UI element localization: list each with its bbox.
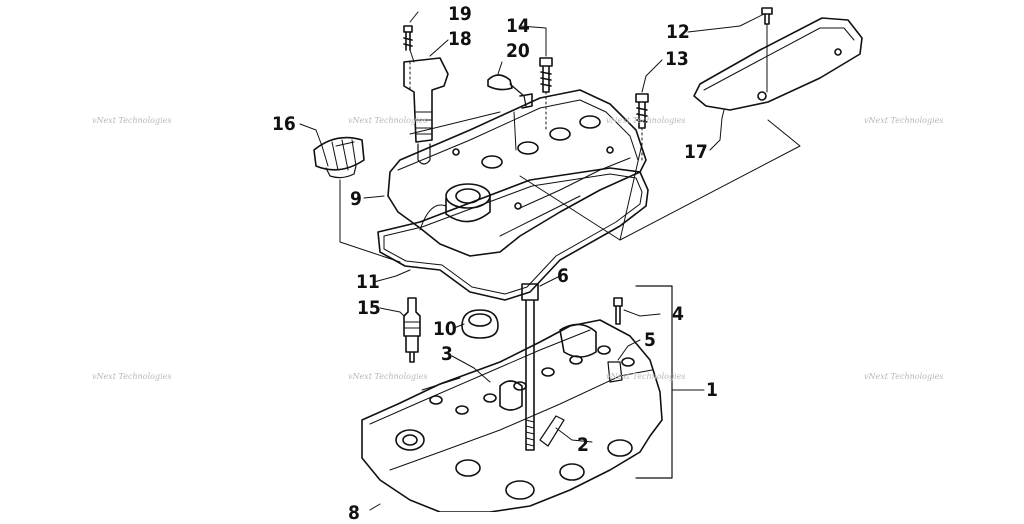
callout-12: 12	[666, 21, 690, 43]
callout-10: 10	[433, 318, 457, 340]
valve-cover	[387, 89, 647, 257]
watermark: vNext Technologies	[92, 116, 172, 125]
callout-15: 15	[357, 297, 381, 319]
diagram-drawing	[299, 7, 863, 513]
callout-16: 16	[272, 113, 296, 135]
callout-19: 19	[448, 3, 472, 25]
callout-11: 11	[356, 271, 380, 293]
callout-14: 14	[506, 15, 530, 37]
callout-13: 13	[665, 48, 689, 70]
watermark: vNext Technologies	[92, 372, 172, 381]
oil-filler-cap	[313, 136, 365, 171]
valve-cover-gasket	[377, 167, 649, 301]
valve-seal	[461, 309, 499, 339]
coil-bolt	[403, 25, 413, 33]
watermark: vNext Technologies	[348, 372, 428, 381]
callout-8: 8	[348, 502, 360, 524]
head-bolt	[521, 283, 539, 451]
hose-clip	[487, 74, 513, 91]
watermark: vNext Technologies	[864, 116, 944, 125]
bolt-14	[539, 57, 553, 93]
ignition-coil	[403, 57, 449, 143]
watermark: vNext Technologies	[348, 116, 428, 125]
watermark: vNext Technologies	[606, 372, 686, 381]
callout-17: 17	[684, 141, 708, 163]
callout-20: 20	[506, 40, 530, 62]
watermark: vNext Technologies	[606, 116, 686, 125]
callout-1: 1	[706, 379, 718, 401]
cylinder-head	[361, 319, 663, 513]
cover-plate	[693, 17, 863, 111]
callout-6: 6	[557, 265, 569, 287]
callout-4: 4	[672, 303, 684, 325]
callout-9: 9	[350, 188, 362, 210]
watermark: vNext Technologies	[864, 372, 944, 381]
callout-18: 18	[448, 28, 472, 50]
parts-diagram: 1 2 3 4 5 6 8 9 10 11 12 13 14 15 16 17 …	[92, 3, 944, 523]
spark-plug	[403, 297, 421, 363]
callout-5: 5	[644, 329, 656, 351]
callout-2: 2	[577, 434, 589, 456]
bolt-12	[761, 7, 773, 25]
callout-3: 3	[441, 343, 453, 365]
